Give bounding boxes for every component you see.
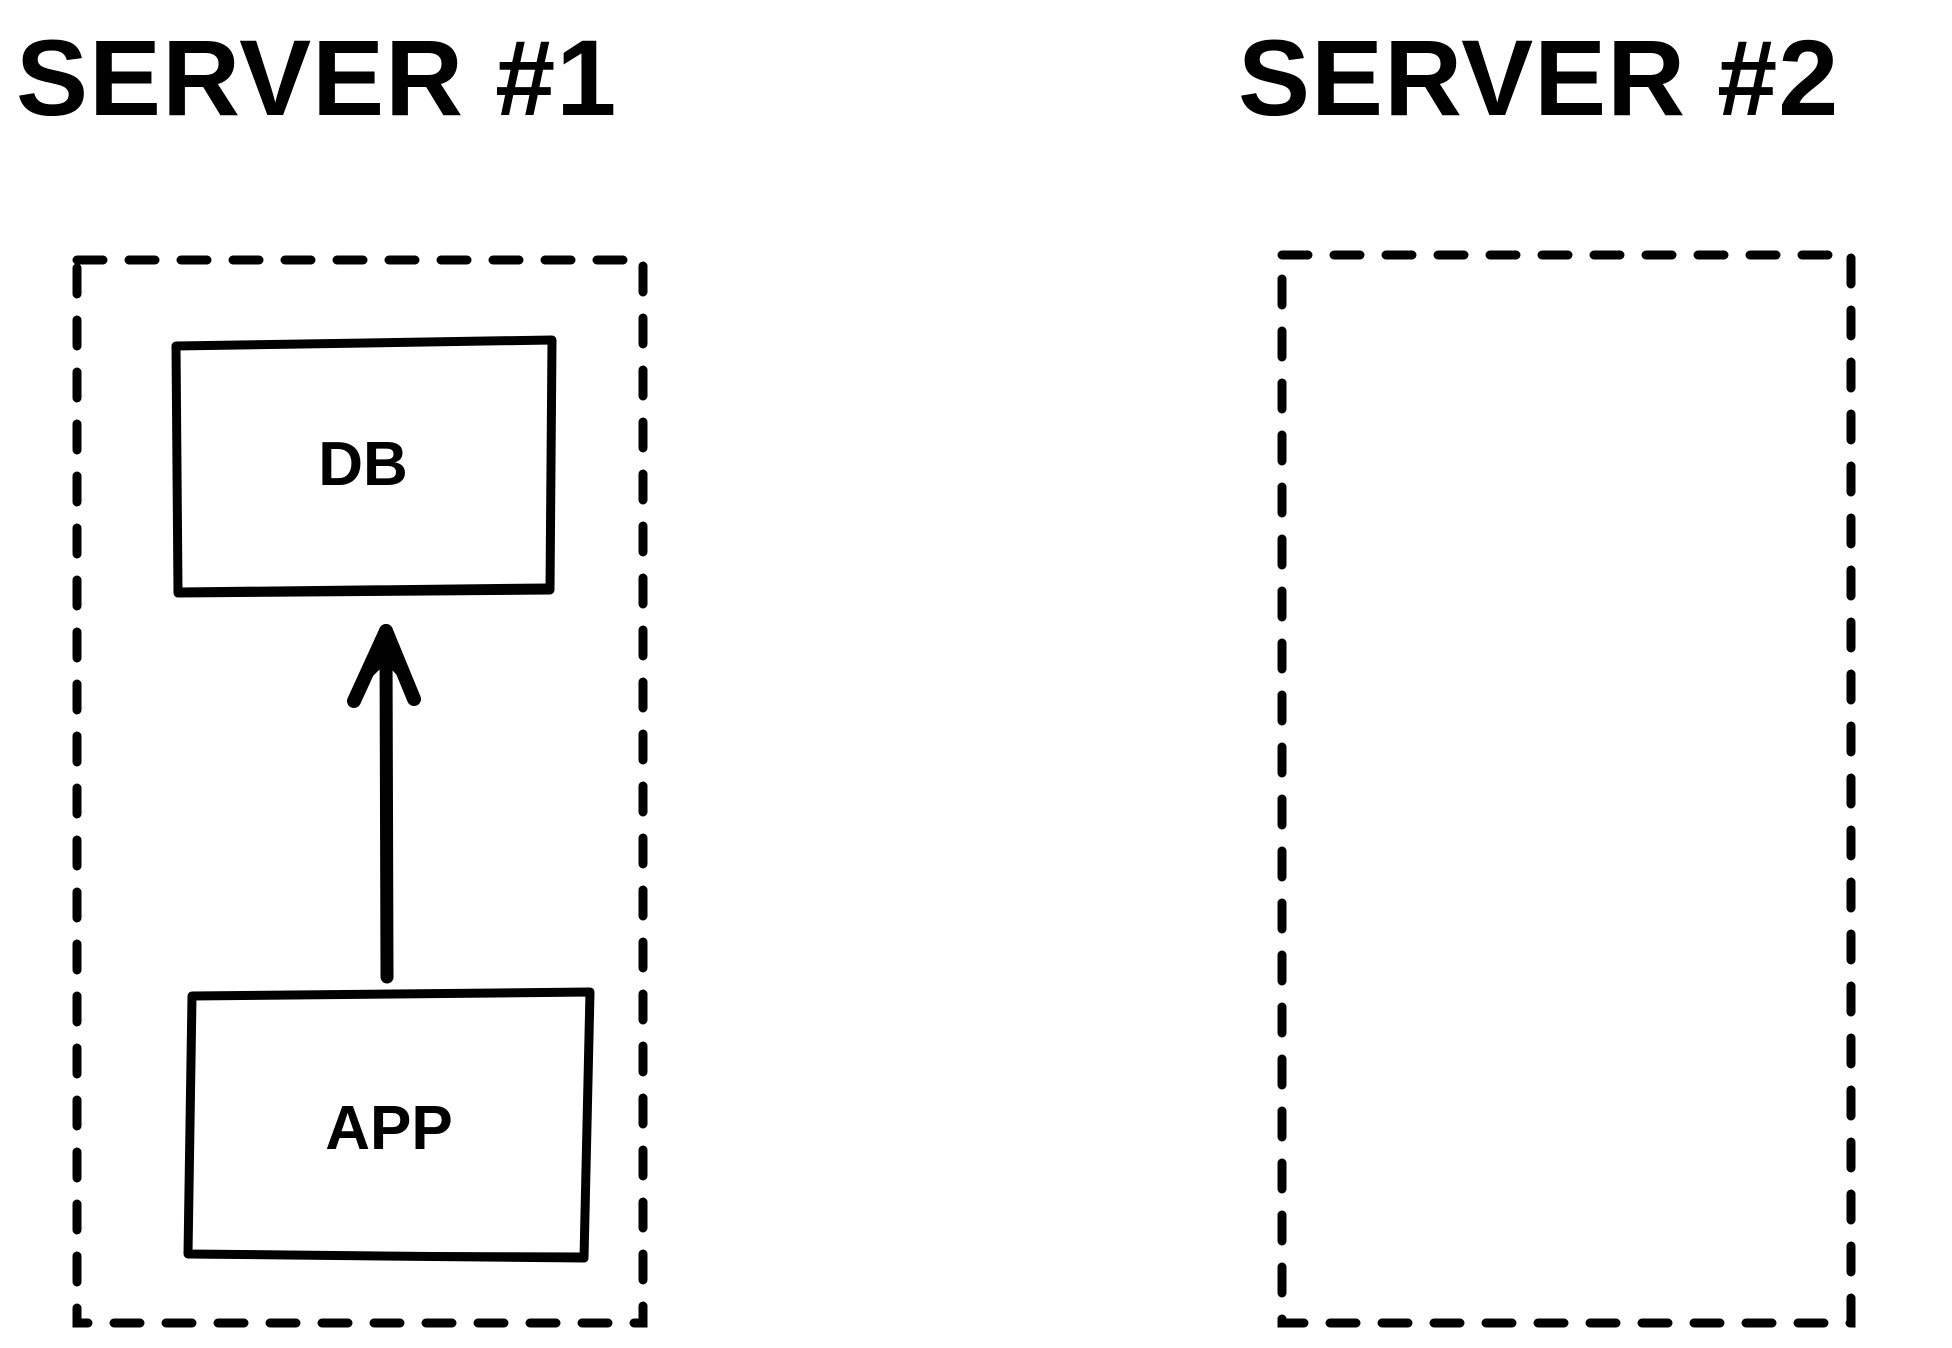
app-node[interactable]: APP (180, 986, 598, 1266)
server-1-boundary-outline (72, 255, 648, 1328)
server-1-title: SERVER #1 (16, 17, 618, 138)
server-2-boundary (1277, 250, 1856, 1328)
db-node[interactable]: DB (168, 334, 558, 600)
app-node-outline (183, 987, 595, 1263)
server-1-boundary (72, 255, 648, 1328)
app-node-label: APP (325, 1094, 453, 1163)
server-2-title: SERVER #2 (1238, 17, 1840, 138)
app-to-db-arrow (330, 605, 460, 985)
db-node-label: DB (318, 430, 408, 499)
server-2-boundary-outline (1277, 250, 1856, 1328)
app-to-db-arrow-glyph (347, 624, 421, 984)
db-node-outline (171, 335, 557, 598)
